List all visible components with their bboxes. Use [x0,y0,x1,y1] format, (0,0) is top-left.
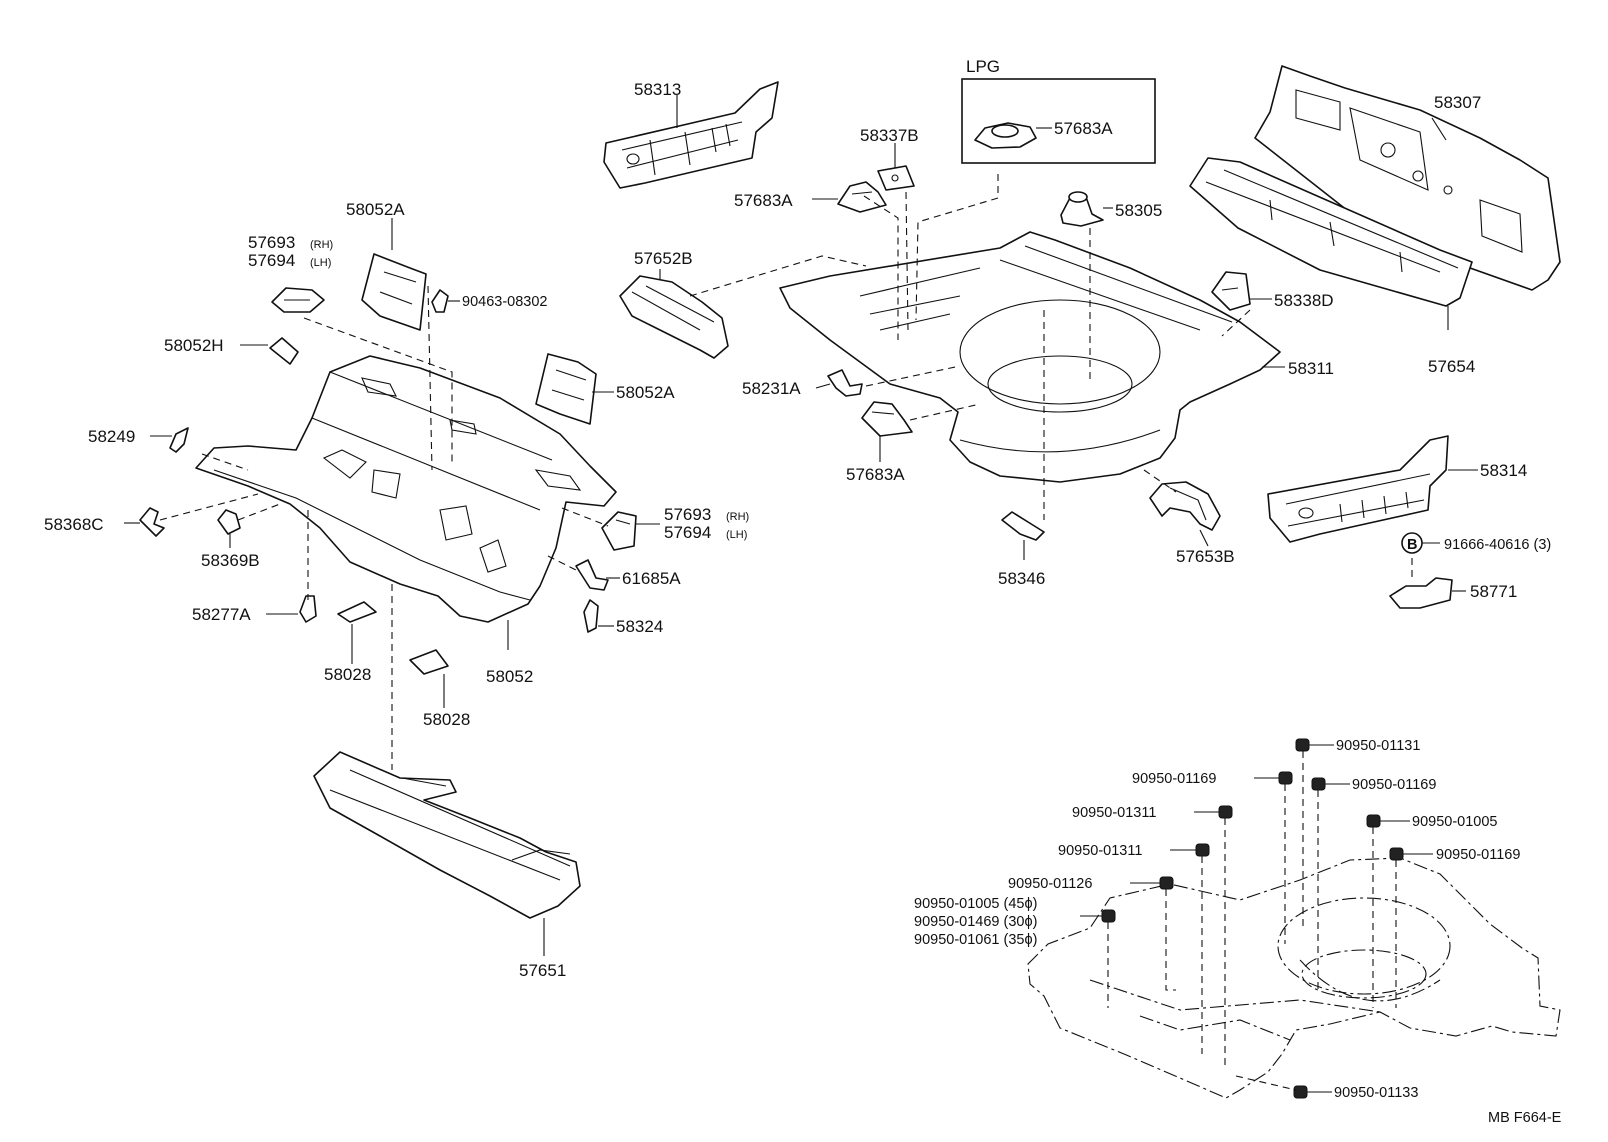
label-90950-01469-30: 90950-01469 (30ϕ) [914,914,1037,930]
part-58052A-mid-drawing [535,353,614,425]
label-58052A-mid: 58052A [616,383,675,402]
part-57693-top-drawing [271,287,325,313]
label-90950-01169-a: 90950-01169 [1132,771,1216,787]
part-57654-drawing [1189,157,1473,307]
label-58337B: 58337B [860,126,919,145]
floor-outline-dashdot [1027,857,1561,1099]
label-90950-01311-a: 90950-01311 [1072,805,1156,821]
part-57693-bot-drawing [601,511,660,551]
part-58368C-drawing [124,507,165,537]
label-58369B: 58369B [201,551,260,570]
label-90950-01061-35: 90950-01061 (35ϕ) [914,932,1037,948]
part-58052H-drawing [240,337,299,365]
label-58052A-top: 58052A [346,200,405,219]
label-rh-top: (RH) [310,239,333,251]
label-57651: 57651 [519,961,566,980]
part-58337B-drawing [877,143,915,191]
label-90950-01169-b: 90950-01169 [1352,777,1436,793]
label-58307: 58307 [1434,93,1481,112]
label-58249: 58249 [88,427,135,446]
part-58771-drawing [1389,577,1466,609]
label-57693-bot: 57693 [664,505,711,524]
label-91666-40616: 91666-40616 (3) [1444,537,1551,553]
label-58052H: 58052H [164,336,224,355]
bolt-marker-B: B [1401,532,1440,554]
label-57693-top: 57693 [248,233,295,252]
label-90950-01005-r: 90950-01005 [1412,814,1497,830]
part-58277A-drawing [266,595,317,623]
part-58313-drawing [603,81,779,189]
label-57683A-top: 57683A [734,191,793,210]
label-58324: 58324 [616,617,663,636]
part-58369B-drawing [217,509,241,548]
label-57652B: 57652B [634,249,693,268]
part-58314-drawing [1267,435,1449,543]
part-58311-drawing [779,231,1281,483]
label-58314: 58314 [1480,461,1527,480]
label-lpg: LPG [966,57,1000,76]
label-58305: 58305 [1115,201,1162,220]
part-58338D-drawing [1211,271,1272,311]
part-58052-drawing [195,355,617,623]
label-58028-a: 58028 [324,665,371,684]
label-58338D: 58338D [1274,291,1334,310]
label-57683A-lpg: 57683A [1054,119,1113,138]
label-58231A: 58231A [742,379,801,398]
label-90463-08302: 90463-08302 [462,294,547,310]
label-90950-01311-b: 90950-01311 [1058,843,1142,859]
label-90950-01169-c: 90950-01169 [1436,847,1520,863]
part-58231A-drawing [815,369,863,397]
part-57653B-drawing [1149,481,1221,547]
part-58346-drawing [1001,511,1045,560]
label-57694-top: 57694 [248,251,295,270]
assembly-dashed-lines [159,174,1413,770]
part-58028-b-drawing [409,649,449,708]
label-58311: 58311 [1288,359,1334,378]
part-58307-drawing [1254,65,1561,291]
label-90950-01131: 90950-01131 [1336,738,1420,754]
label-57654: 57654 [1428,357,1475,376]
label-58028-b: 58028 [423,710,470,729]
label-58368C: 58368C [44,515,104,534]
label-lh-top: (LH) [310,257,331,269]
part-58028-a-drawing [337,601,377,664]
part-58324-drawing [583,599,614,633]
part-90463-08302-drawing [431,289,460,313]
part-58052A-top-drawing [361,218,427,331]
label-58771: 58771 [1470,582,1517,601]
label-90950-01133: 90950-01133 [1334,1085,1418,1101]
label-lh-bot: (LH) [726,529,747,541]
label-57694-bot: 57694 [664,523,711,542]
part-58305-drawing [1060,191,1113,227]
label-57683A-bot: 57683A [846,465,905,484]
part-57651-drawing [313,751,581,919]
label-rh-bot: (RH) [726,511,749,523]
bolt-marker-letter: B [1407,537,1417,553]
label-58052: 58052 [486,667,533,686]
lpg-box [961,78,1156,164]
part-57683A-bot-drawing [861,401,913,462]
hole-plug-dashed-drops [1107,751,1397,1091]
part-labels: 58313 LPG 57683A 58337B 57683A 58305 583… [44,57,1562,1126]
part-57683A-top-drawing [812,181,887,213]
label-57653B: 57653B [1176,547,1235,566]
part-61685A-drawing [575,559,620,591]
label-58346: 58346 [998,569,1045,588]
label-90950-01126: 90950-01126 [1008,876,1092,892]
label-58277A: 58277A [192,605,251,624]
part-58249-drawing [150,427,189,453]
label-61685A: 61685A [622,569,681,588]
hole-plug-leader-lines [1080,744,1433,1093]
label-58313: 58313 [634,80,681,99]
footer-code: MB F664-E [1488,1110,1562,1126]
part-57652B-drawing [619,269,729,359]
label-90950-01005-45: 90950-01005 (45ϕ) [914,896,1037,912]
